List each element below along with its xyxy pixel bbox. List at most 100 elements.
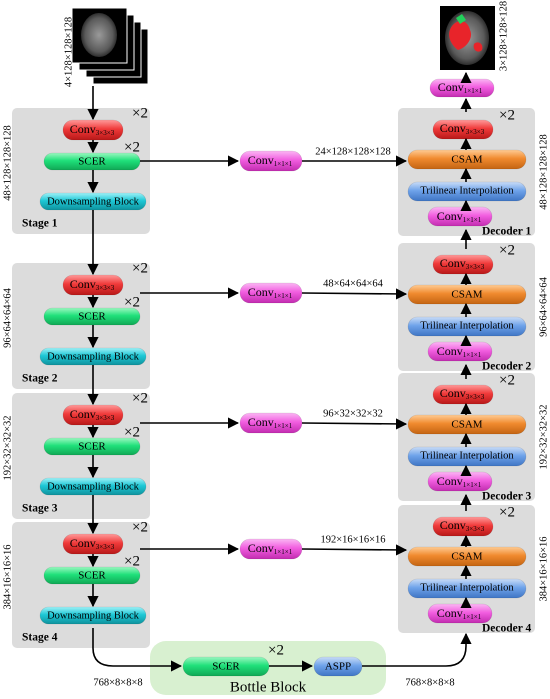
skip-conv-label-subscript: 1×1×1 xyxy=(274,292,293,300)
bottle-block-label: Bottle Block xyxy=(230,679,307,695)
decoder-conv1-label-subscript: 1×1×1 xyxy=(463,613,482,621)
encoder-feature-shape: 48×128×128×128 xyxy=(2,125,13,201)
scer-label: SCER xyxy=(78,311,106,323)
encoder-conv-label-main: Conv xyxy=(70,277,96,291)
decoder-conv-label-subscript: 3×3×3 xyxy=(466,393,485,401)
decoder-label: Decoder 2 xyxy=(482,361,532,373)
encoder-conv-label-main: Conv xyxy=(70,536,96,550)
aspp-label: ASPP xyxy=(325,661,351,673)
decoder-conv1-label: Conv1×1×1 xyxy=(437,344,482,359)
output-segmentation-red xyxy=(449,21,472,50)
interpolation-label: Trilinear Interpolation xyxy=(420,185,514,196)
stage-label: Stage 4 xyxy=(22,632,58,644)
decoder-conv1-label-subscript: 1×1×1 xyxy=(463,216,482,224)
encoder-conv-label-main: Conv xyxy=(70,122,96,136)
csam-label: CSAM xyxy=(451,419,482,431)
skip-shape-label: 24×128×128×128 xyxy=(315,146,391,157)
decoder-conv1-label-main: Conv xyxy=(437,209,463,223)
conv1-block xyxy=(427,206,493,227)
decoder-conv-label-subscript: 3×3×3 xyxy=(466,263,485,271)
conv-repeat-label: ×2 xyxy=(132,390,148,406)
decoder-conv-label-subscript: 3×3×3 xyxy=(466,525,485,533)
skip-shape-label: 48×64×64×64 xyxy=(323,278,384,289)
input-brain-image xyxy=(81,13,117,57)
decoder-feature-shape: 192×32×32×32 xyxy=(538,404,549,469)
decoder-label: Decoder 3 xyxy=(482,491,532,503)
scer-repeat-label: ×2 xyxy=(124,139,140,155)
skip-conv-label-main: Conv xyxy=(248,541,274,555)
scer-label: SCER xyxy=(78,156,106,168)
bottle-output-arrow xyxy=(362,632,472,667)
skip-shape-label: 96×32×32×32 xyxy=(323,408,383,419)
bottle-scer-label: SCER xyxy=(212,661,240,673)
decoder-feature-shape: 96×64×64×64 xyxy=(538,276,549,337)
conv-repeat-label: ×2 xyxy=(499,504,515,520)
skip-conv-label-main: Conv xyxy=(248,415,274,429)
decoder-label: Decoder 4 xyxy=(482,623,532,635)
conv1-block xyxy=(427,341,493,362)
decoder-conv-label: Conv3×3×3 xyxy=(440,256,485,271)
decoder-conv-label-main: Conv xyxy=(440,256,466,270)
decoder-conv1-label-main: Conv xyxy=(437,606,463,620)
encoder-conv-label-main: Conv xyxy=(70,407,96,421)
decoder-conv-label-main: Conv xyxy=(440,518,466,532)
conv-repeat-label: ×2 xyxy=(499,107,515,123)
scer-label: SCER xyxy=(78,570,106,582)
bottle-input-arrow xyxy=(92,628,183,672)
decoder-conv1-label: Conv1×1×1 xyxy=(437,474,482,489)
skip-conv-label-main: Conv xyxy=(248,153,274,167)
downsampling-label: Downsampling Block xyxy=(47,351,140,362)
skip-conv-label-subscript: 1×1×1 xyxy=(274,422,293,430)
decoder-conv-label-main: Conv xyxy=(440,121,466,135)
interpolation-label: Trilinear Interpolation xyxy=(420,582,514,593)
decoder-conv1-label-subscript: 1×1×1 xyxy=(463,481,482,489)
skip-conv-label: Conv1×1×1 xyxy=(248,415,293,430)
bottle-scer-repeat: ×2 xyxy=(268,642,284,658)
encoder-feature-shape: 96×64×64×64 xyxy=(2,287,13,348)
decoder-conv-label-main: Conv xyxy=(440,386,466,400)
decoder-conv1-label-main: Conv xyxy=(437,474,463,488)
conv-repeat-label: ×2 xyxy=(132,105,148,121)
skip-conv-label-main: Conv xyxy=(248,285,274,299)
encoder-feature-shape: 384×16×16×16 xyxy=(2,544,13,609)
final-conv-label-subscript: 1×1×1 xyxy=(464,87,483,95)
decoder-conv1-label: Conv1×1×1 xyxy=(437,209,482,224)
decoder-label: Decoder 1 xyxy=(482,226,532,238)
scer-label: SCER xyxy=(78,441,106,453)
final-conv-label-main: Conv xyxy=(438,80,464,94)
decoder-feature-shape: 48×128×128×128 xyxy=(538,134,549,210)
decoder-conv-label: Conv3×3×3 xyxy=(440,518,485,533)
conv1-block xyxy=(427,471,493,492)
decoder-feature-shape: 384×16×16×16 xyxy=(538,536,549,601)
stage-label: Stage 2 xyxy=(22,373,58,385)
conv-repeat-label: ×2 xyxy=(132,519,148,535)
encoder-conv-label-subscript: 3×3×3 xyxy=(96,284,115,292)
skip-shape-label: 192×16×16×16 xyxy=(320,534,385,545)
scer-repeat-label: ×2 xyxy=(124,294,140,310)
conv-repeat-label: ×2 xyxy=(132,260,148,276)
decoder-conv1-label-subscript: 1×1×1 xyxy=(463,351,482,359)
skip-arrow-out xyxy=(301,544,408,556)
skip-conv-label: Conv1×1×1 xyxy=(248,285,293,300)
skip-conv-label: Conv1×1×1 xyxy=(248,153,293,168)
decoder-conv-label-subscript: 3×3×3 xyxy=(466,128,485,136)
encoder-conv-label-subscript: 3×3×3 xyxy=(96,129,115,137)
final-conv-label: Conv1×1×1 xyxy=(438,80,483,95)
scer-repeat-label: ×2 xyxy=(124,424,140,440)
conv-repeat-label: ×2 xyxy=(499,242,515,258)
bottle-out-shape: 768×8×8×8 xyxy=(405,677,454,688)
output-segmentation-green xyxy=(456,14,466,24)
output-shape-label: 3×128×128×128 xyxy=(498,1,509,71)
decoder-conv1-label: Conv1×1×1 xyxy=(437,606,482,621)
csam-label: CSAM xyxy=(451,154,482,166)
downsampling-label: Downsampling Block xyxy=(47,481,140,492)
encoder-conv-label-subscript: 3×3×3 xyxy=(96,543,115,551)
interpolation-label: Trilinear Interpolation xyxy=(420,320,514,331)
encoder-conv-label: Conv3×3×3 xyxy=(70,122,115,137)
skip-arrow-out xyxy=(301,288,408,300)
decoder-conv1-label-main: Conv xyxy=(437,344,463,358)
conv1-block xyxy=(427,603,493,624)
encoder-conv-label-subscript: 3×3×3 xyxy=(96,414,115,422)
skip-conv-label-subscript: 1×1×1 xyxy=(274,548,293,556)
